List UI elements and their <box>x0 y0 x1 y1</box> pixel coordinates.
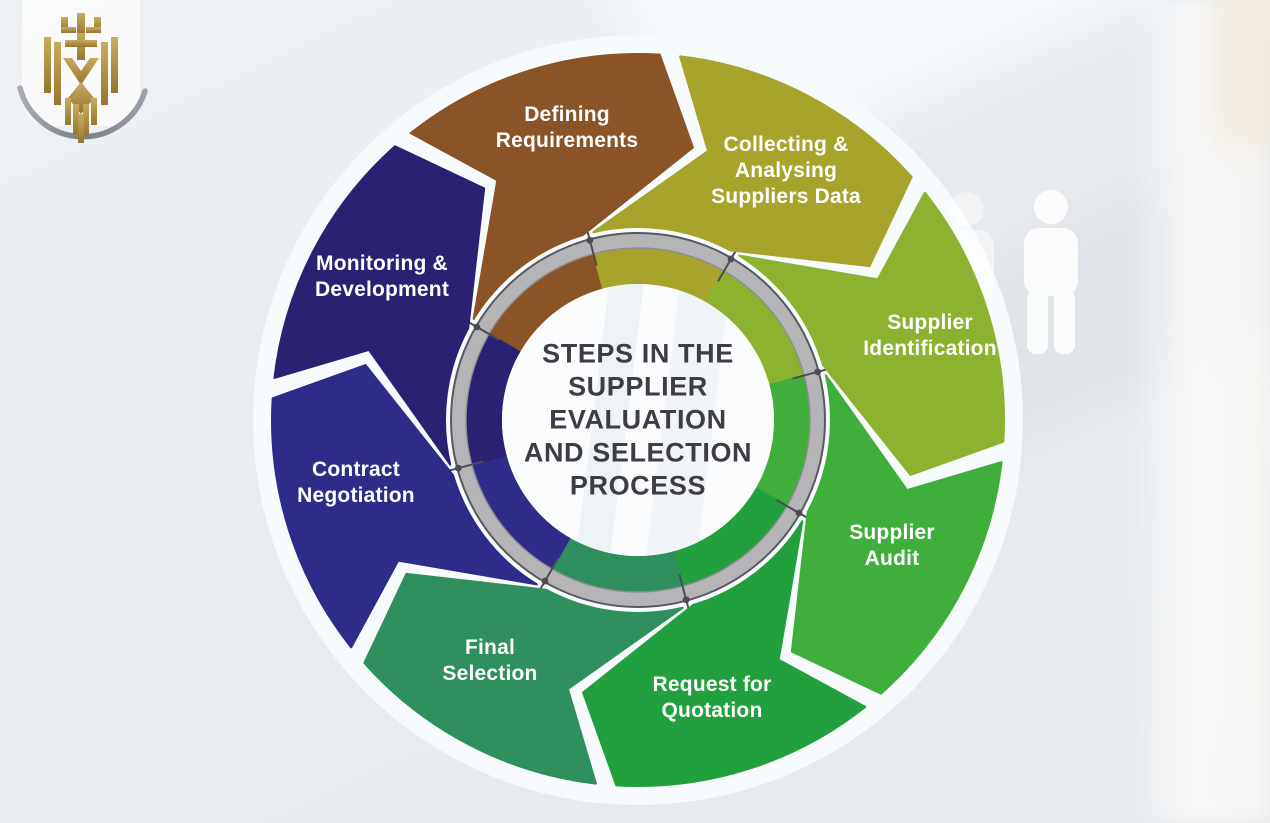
ring-frame <box>451 233 825 607</box>
person-silhouette-front-icon <box>1024 190 1078 354</box>
ring-tick-dot <box>682 596 690 604</box>
segment-contract-negotiation <box>271 364 538 649</box>
ring-tick-dot <box>454 464 462 472</box>
segment-request-for-quotation <box>582 520 867 787</box>
ring-tick-dot <box>727 255 735 263</box>
ring-tick-dot <box>586 236 594 244</box>
segment-monitoring-development <box>273 145 486 466</box>
center-watermark <box>575 284 730 556</box>
ring-tick-dot <box>795 509 803 517</box>
wheel-center-circle <box>502 284 774 556</box>
inner-ring-supplier-identification <box>705 270 805 386</box>
inner-ring-final-selection <box>551 537 684 592</box>
inner-ring-contract-negotiation <box>471 454 571 570</box>
inner-ring-defining-requirements <box>488 253 604 353</box>
inner-ring-request-for-quotation <box>672 487 788 587</box>
segment-defining-requirements <box>409 53 694 320</box>
ring-tick-dot <box>473 323 481 331</box>
segment-supplier-identification <box>738 191 1005 476</box>
ring-tick-dot <box>541 577 549 585</box>
ring-tick-dot <box>814 368 822 376</box>
logo-badge <box>22 0 140 126</box>
inner-ring-collecting-analysing <box>592 248 725 303</box>
company-logo-icon <box>17 0 148 143</box>
segment-collecting-analysing <box>592 55 913 268</box>
inner-ring-monitoring-development <box>466 333 521 466</box>
segment-supplier-audit <box>790 374 1003 695</box>
inner-ring-supplier-audit <box>755 374 810 507</box>
segment-final-selection <box>363 572 684 785</box>
ring-frame-outer-edge <box>450 232 826 608</box>
logo-crown-lion-mark <box>44 13 118 143</box>
ring-frame-inner-edge <box>465 247 811 593</box>
